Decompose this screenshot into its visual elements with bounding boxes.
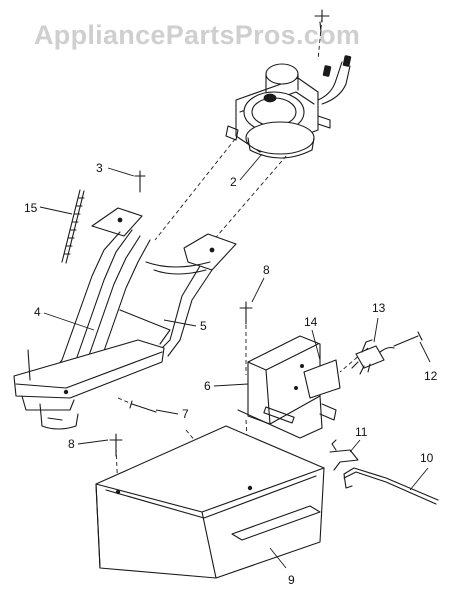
leader-lines: [39, 153, 431, 569]
callout-13: 13: [372, 301, 386, 315]
watermark-logo: AppliancePartsPros.com: [34, 20, 360, 50]
spring-part-15[interactable]: [61, 189, 85, 264]
pan-part-9[interactable]: [95, 425, 325, 579]
callout-10: 10: [420, 451, 434, 465]
switch-part-13[interactable]: [351, 339, 395, 375]
callout-4: 4: [34, 305, 41, 319]
screw-part-8-upper[interactable]: [239, 301, 253, 325]
motor-part-2[interactable]: [225, 9, 352, 159]
callout-14: 14: [304, 315, 318, 329]
callout-15: 15: [24, 201, 38, 215]
callout-11: 11: [355, 425, 368, 439]
callout-6: 6: [204, 379, 211, 393]
callout-3: 3: [96, 161, 103, 175]
callout-8-lower: 8: [68, 437, 75, 451]
callout-12: 12: [424, 369, 438, 383]
rod-part-10[interactable]: [343, 467, 439, 505]
callout-2: 2: [230, 175, 237, 189]
callout-labels: 2 3 4 5 6 7 8 8 9 10 11 12 13 14 15: [24, 161, 438, 587]
callout-7: 7: [182, 407, 189, 421]
screw-part-8-lower[interactable]: [109, 433, 123, 457]
callout-9: 9: [288, 573, 295, 587]
bracket-assembly-part-4-5[interactable]: [13, 207, 237, 430]
mounting-plate-part-6[interactable]: [237, 335, 337, 439]
screw-part-7[interactable]: [117, 397, 157, 413]
assembly-lines: [115, 17, 369, 491]
callout-5: 5: [200, 319, 207, 333]
clip-part-11[interactable]: [329, 439, 359, 471]
screw-part-3[interactable]: [134, 170, 146, 193]
callout-8-upper: 8: [263, 263, 270, 277]
screw-part-12[interactable]: [393, 331, 423, 347]
label-card-part-14[interactable]: [303, 359, 341, 399]
